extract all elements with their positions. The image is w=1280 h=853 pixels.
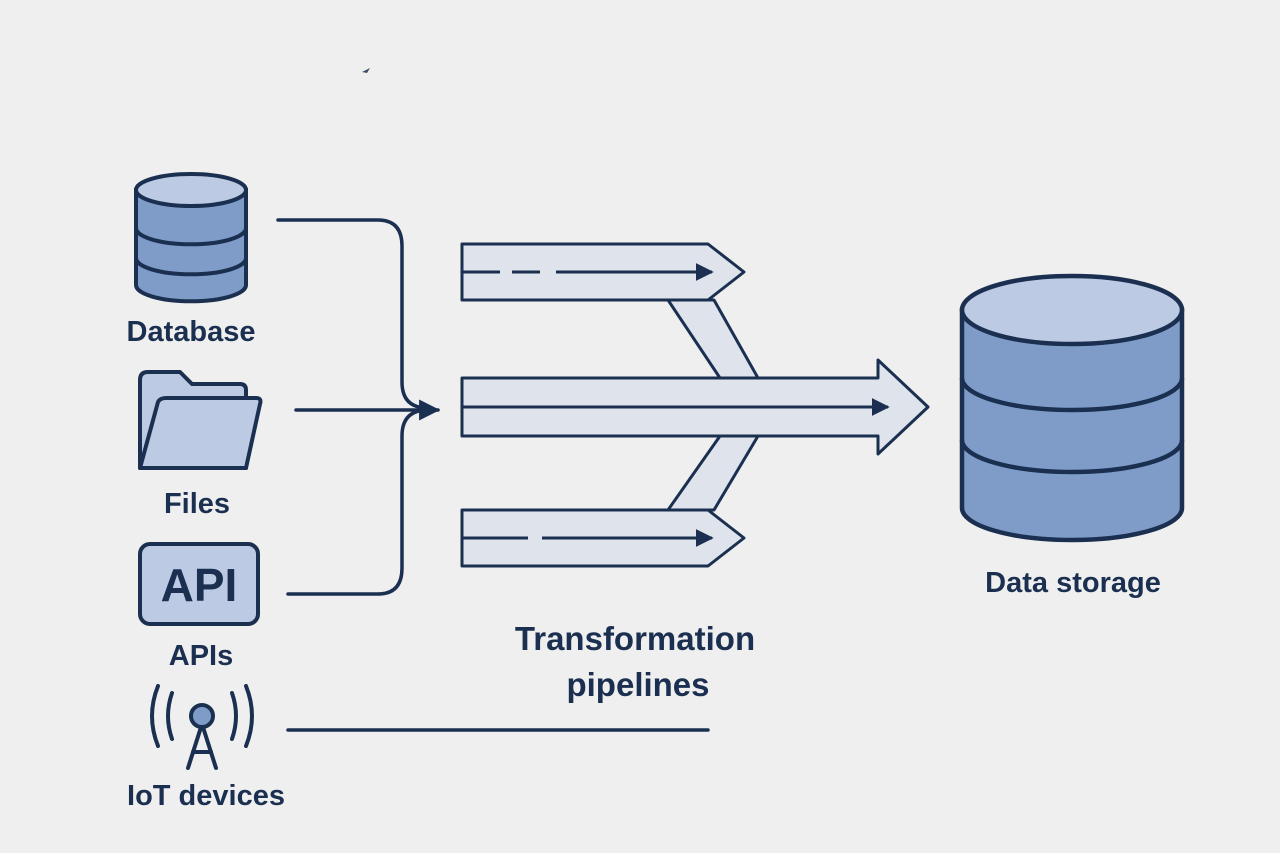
database-label: Database [126, 316, 256, 348]
pipeline-flow-lines [462, 272, 890, 538]
apis-label: APIs [168, 640, 234, 672]
apis-connector [286, 408, 430, 596]
pipeline-label-line2: pipelines [566, 666, 710, 703]
source-connectors [276, 218, 710, 732]
antenna-icon [150, 684, 254, 770]
pipeline-arrows [460, 242, 930, 568]
api-icon-text: API [161, 559, 238, 611]
folder-icon [138, 370, 263, 470]
database-icon [134, 172, 248, 304]
storage-label: Data storage [985, 567, 1161, 599]
api-icon: API [138, 542, 260, 626]
storage-database-icon [959, 273, 1185, 543]
speck-mark [362, 68, 370, 73]
pipeline-merge-top [666, 298, 760, 380]
files-label: Files [163, 488, 231, 520]
pipeline-merge-bottom [666, 434, 760, 512]
pipeline-label-line1: Transformation [514, 620, 756, 657]
database-connector [276, 218, 430, 410]
iot-label: IoT devices [127, 780, 285, 812]
